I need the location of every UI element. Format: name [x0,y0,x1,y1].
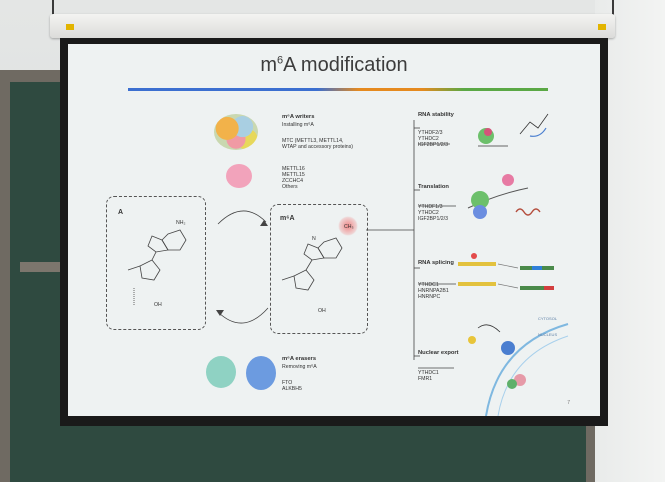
reader-item: FMR1 [418,376,433,382]
m6a-label: m⁶A [280,215,295,222]
writer-item: Others [282,184,298,190]
writer-protein-illustration [226,164,252,188]
title-underline [128,88,548,91]
reader-item: YTHDC1 [418,282,439,288]
eraser-fto-illustration [206,356,236,388]
reader-item: HNRNPC [418,294,441,300]
function-rna-splicing: RNA splicing [418,260,454,266]
methyl-highlight [338,216,358,236]
chalkboard-ledge [20,262,60,272]
erasers-heading: m⁶A erasers [282,356,317,362]
adenosine-box [106,196,206,330]
nh-label: N [312,236,316,242]
reader-item: YTHDF1/3 [418,204,443,210]
writer-item: METTL15 [282,172,305,178]
nh2-label: NH₂ [176,220,186,226]
reader-item: YTHDF2/3 [418,130,443,136]
eraser-item: ALKBH5 [282,386,302,392]
writer-item: ZCCHC4 [282,178,304,184]
eraser-item: FTO [282,380,293,386]
m6a-box [270,204,368,334]
writers-heading: m⁶A writers [282,114,315,120]
function-rna-stability: RNA stability [418,112,454,118]
reader-item: HNRNPA2B1 [418,288,449,294]
ch3-label: CH₃ [344,224,354,230]
housing-clip-left [66,24,74,30]
oh-label: OH [318,308,326,314]
writer-item: MTC (METTL3, METTL14, [282,138,344,144]
reader-item: YTHDC2 [418,210,439,216]
reader-item: YTHDC2 [418,136,439,142]
hanging-wire-left [52,0,54,22]
function-nuclear-export: Nuclear export [418,350,459,356]
function-translation: Translation [418,184,449,190]
erasers-subheading: Removing m⁶A [282,364,317,370]
housing-clip-right [598,24,606,30]
writers-subheading: Installing m⁶A [282,122,314,128]
nucleus-label: NUCLEUS [538,332,558,337]
eraser-alkbh5-illustration [246,356,276,390]
hanging-wire-right [612,0,614,22]
slide-title: m6A modification [260,54,408,76]
adenosine-label: A [118,209,124,216]
writer-complex-illustration [214,114,258,150]
reader-item: IGF2BP1/2/3 [418,216,448,222]
writer-item: WTAP and accessory proteins) [282,144,354,150]
slide-page-number: 7 [567,400,570,406]
reader-item: IGF2BP1/2/3 [418,142,448,148]
writer-item: METTL16 [282,166,305,172]
projector-screen-housing [50,14,615,38]
oh-label: OH [154,302,162,308]
slide-diagram-lines [127,113,569,416]
reader-item: YTHDC1 [418,370,439,376]
cytosol-label: CYTOSOL [538,316,558,321]
projected-slide: m6A modification m⁶A writers Installing … [68,44,600,416]
